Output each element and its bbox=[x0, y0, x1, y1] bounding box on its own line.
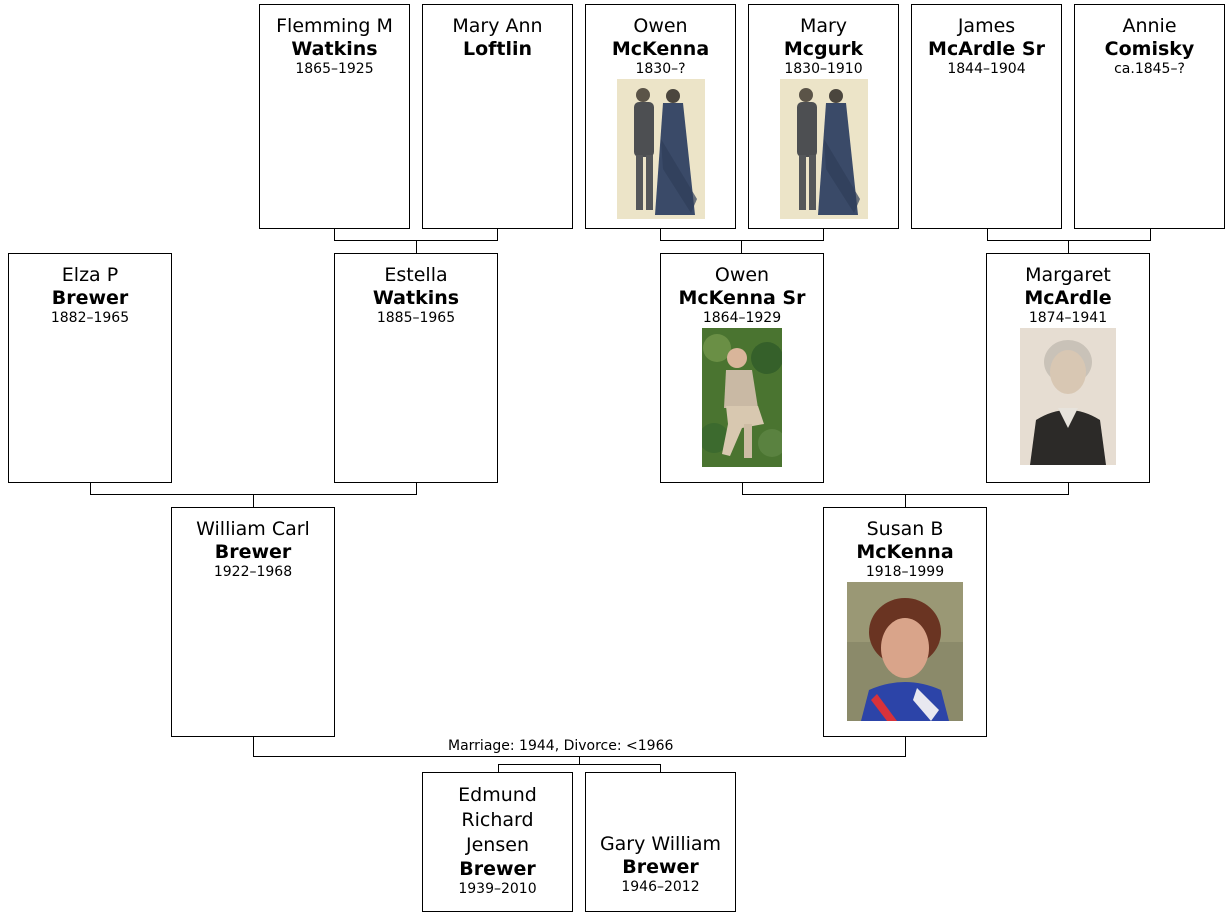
person-card-flemming-watkins[interactable]: Flemming M Watkins 1865–1925 bbox=[259, 4, 410, 229]
person-card-elza-brewer[interactable]: Elza P Brewer 1882–1965 bbox=[8, 253, 172, 483]
life-dates: 1918–1999 bbox=[865, 564, 945, 580]
given-name: Estella bbox=[384, 264, 448, 286]
life-dates: 1864–1929 bbox=[702, 310, 782, 326]
portrait-photo[interactable] bbox=[1020, 328, 1116, 465]
life-dates: 1882–1965 bbox=[50, 310, 130, 326]
surname: McKenna bbox=[856, 541, 954, 563]
portrait-photo[interactable] bbox=[702, 328, 782, 467]
given-name: Mary bbox=[799, 15, 848, 37]
couple-photo[interactable] bbox=[779, 79, 868, 219]
person-card-owen-mckenna-sr[interactable]: Owen McKenna Sr 1864–1929 bbox=[660, 253, 824, 483]
person-card-mary-ann-loftlin[interactable]: Mary Ann Loftlin bbox=[422, 4, 573, 229]
person-card-edmund-brewer[interactable]: Edmund Richard Jensen Brewer 1939–2010 bbox=[422, 772, 573, 912]
surname: Comisky bbox=[1104, 38, 1195, 60]
given-name: Edmund Richard Jensen bbox=[458, 784, 537, 856]
life-dates: 1922–1968 bbox=[213, 564, 293, 580]
person-card-owen-mckenna[interactable]: Owen McKenna 1830–? bbox=[585, 4, 736, 229]
surname: Mcgurk bbox=[783, 38, 864, 60]
life-dates: 1830–? bbox=[635, 61, 686, 77]
life-dates: 1865–1925 bbox=[295, 61, 374, 77]
surname: Brewer bbox=[51, 287, 129, 309]
couple-photo[interactable] bbox=[616, 79, 705, 219]
life-dates: 1830–1910 bbox=[784, 61, 863, 77]
given-name: Gary William bbox=[599, 833, 722, 855]
portrait-photo[interactable] bbox=[847, 582, 963, 721]
given-name: Margaret bbox=[1025, 264, 1111, 286]
life-dates: 1874–1941 bbox=[1028, 310, 1108, 326]
surname: Brewer bbox=[459, 858, 536, 880]
surname: Watkins bbox=[372, 287, 460, 309]
person-card-mary-mcgurk[interactable]: Mary Mcgurk 1830–1910 bbox=[748, 4, 899, 229]
life-dates: 1885–1965 bbox=[376, 310, 456, 326]
surname: McKenna Sr bbox=[678, 287, 806, 309]
given-name: Flemming M bbox=[276, 15, 393, 37]
surname: McKenna bbox=[611, 38, 710, 60]
person-card-james-mcardle-sr[interactable]: James McArdle Sr 1844–1904 bbox=[911, 4, 1062, 229]
life-dates: ca.1845–? bbox=[1114, 61, 1185, 77]
person-card-margaret-mcardle[interactable]: Margaret McArdle 1874–1941 bbox=[986, 253, 1150, 483]
given-name: Susan B bbox=[866, 518, 944, 540]
person-card-annie-comisky[interactable]: Annie Comisky ca.1845–? bbox=[1074, 4, 1225, 229]
marriage-label: Marriage: 1944, Divorce: <1966 bbox=[446, 738, 676, 754]
person-card-william-brewer[interactable]: William Carl Brewer 1922–1968 bbox=[171, 507, 335, 737]
given-name: Owen bbox=[714, 264, 770, 286]
surname: McArdle Sr bbox=[928, 38, 1045, 60]
given-name: William Carl bbox=[196, 518, 310, 540]
given-name: Elza P bbox=[61, 264, 119, 286]
surname: Watkins bbox=[291, 38, 378, 60]
life-dates: 1844–1904 bbox=[947, 61, 1026, 77]
person-card-gary-brewer[interactable]: Gary William Brewer 1946–2012 bbox=[585, 772, 736, 912]
surname: McArdle bbox=[1024, 287, 1112, 309]
person-card-estella-watkins[interactable]: Estella Watkins 1885–1965 bbox=[334, 253, 498, 483]
given-name: Owen bbox=[633, 15, 688, 37]
life-dates: 1939–2010 bbox=[458, 881, 537, 897]
surname: Loftlin bbox=[462, 38, 533, 60]
surname: Brewer bbox=[622, 856, 699, 878]
person-card-susan-mckenna[interactable]: Susan B McKenna 1918–1999 bbox=[823, 507, 987, 737]
given-name: James bbox=[957, 15, 1016, 37]
given-name: Mary Ann bbox=[452, 15, 543, 37]
surname: Brewer bbox=[214, 541, 292, 563]
given-name: Annie bbox=[1122, 15, 1177, 37]
life-dates: 1946–2012 bbox=[621, 879, 700, 895]
